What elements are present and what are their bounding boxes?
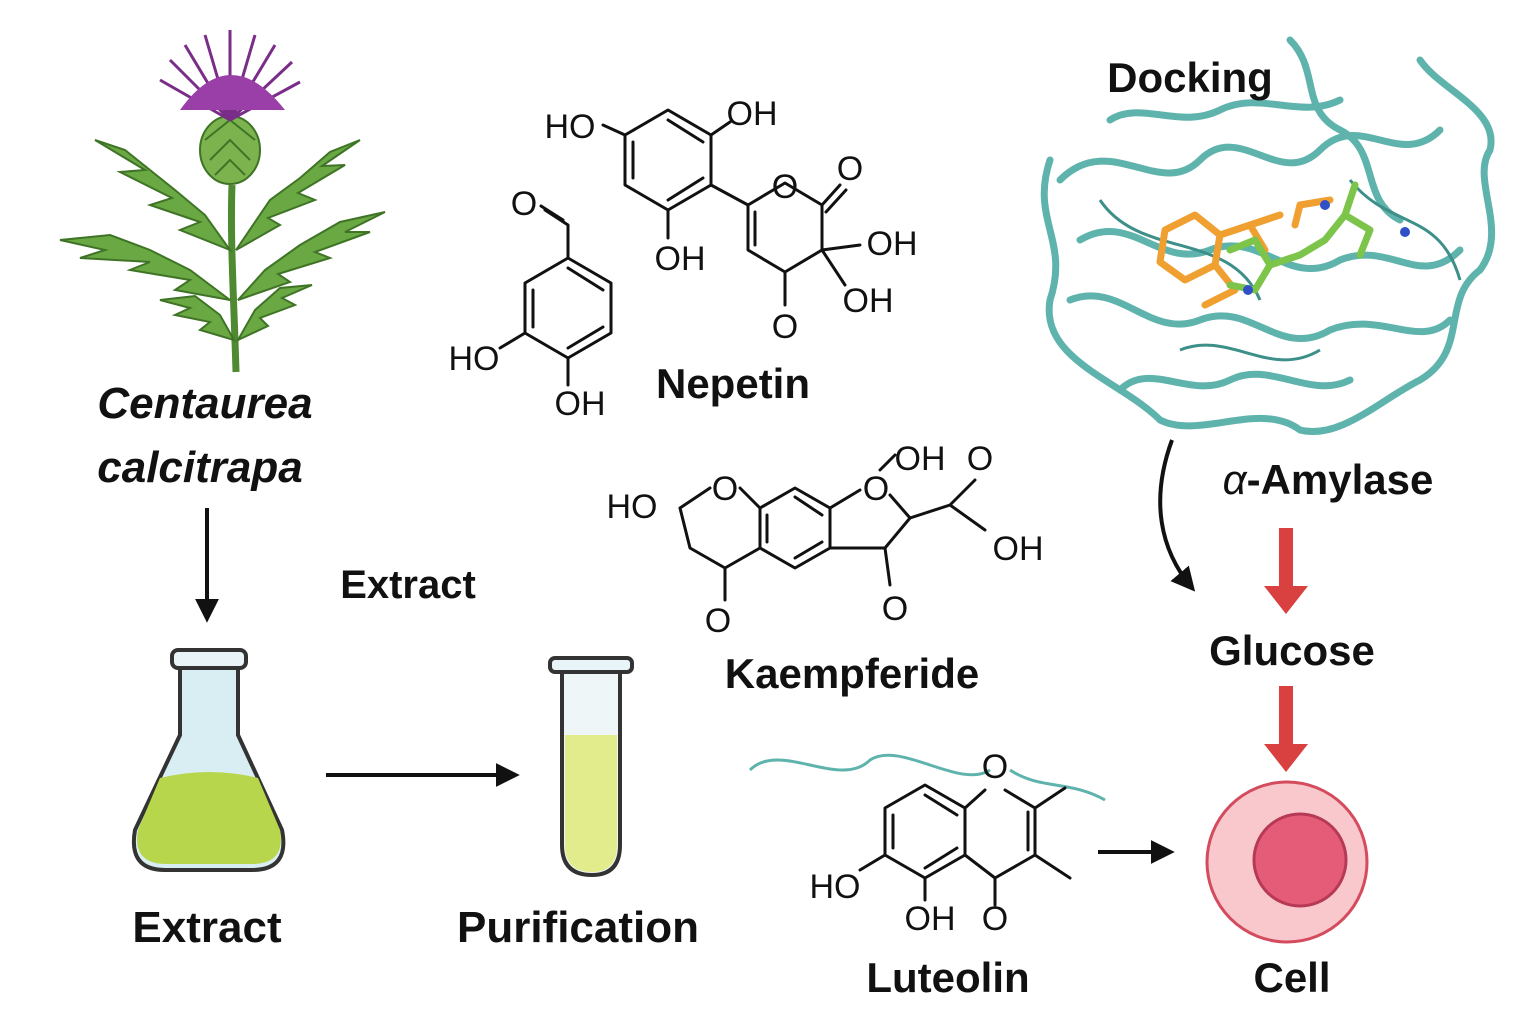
thistle-plant-illustration [59,30,386,373]
erlenmeyer-flask-illustration [131,648,286,872]
red-arrow-amylase-to-glucose [1264,528,1308,614]
plant-name-line1: Centaurea [97,379,312,428]
test-tube-illustration [548,656,634,878]
kaempferide-atom-ring-o-2: O [863,470,889,508]
nepetin-atom-oh-top: OH [727,95,778,133]
cell-label: Cell [1253,954,1330,1001]
nepetin-atom-ho: HO [545,108,596,146]
cell-illustration [1205,780,1369,944]
luteolin-label: Luteolin [866,954,1029,1001]
kaempferide-atom-ring-o-1: O [712,470,738,508]
amylase-text: -Amylase [1247,456,1434,503]
luteolin-structure [748,753,1106,907]
nepetin-atom-oh-1: OH [867,225,918,263]
luteolin-atom-ho: HO [810,868,861,906]
nepetin-structure [601,108,862,307]
extract-step-label: Extract [340,563,476,607]
nepetin-atom-carbonyl-o: O [837,150,863,188]
kaempferide-atom-ho: HO [607,488,658,526]
aldehyde-structure [498,204,613,387]
kaempferide-atom-carboxyl-o: O [967,440,993,478]
kaempferide-structure [678,453,987,602]
aldehyde-atom-o: O [511,185,537,223]
purification-label: Purification [457,903,699,952]
red-arrow-glucose-to-cell [1264,686,1308,772]
luteolin-atom-ketone-o: O [982,900,1008,938]
nepetin-label: Nepetin [656,360,810,407]
luteolin-atom-ring-o: O [982,748,1008,786]
kaempferide-atom-ketone-o-2: O [882,590,908,628]
nepetin-atom-oh-bottom: OH [655,240,706,278]
arrow-curved-protein-to-glucose [1158,439,1196,592]
nepetin-atom-ketone-o: O [772,308,798,346]
plant-name-line2: calcitrapa [97,443,302,492]
nepetin-atom-oh-2: OH [843,282,894,320]
kaempferide-atom-carboxyl-oh: OH [993,530,1044,568]
kaempferide-atom-ketone-o-1: O [705,602,731,640]
nepetin-atom-ring-o: O [772,168,798,206]
alpha-amylase-label: α-Amylase [1223,456,1434,503]
luteolin-atom-oh: OH [905,900,956,938]
kaempferide-atom-oh-top: OH [895,440,946,478]
aldehyde-atom-ho: HO [449,340,500,378]
docking-label: Docking [1107,54,1273,101]
aldehyde-atom-oh: OH [555,385,606,423]
alpha-symbol: α [1223,456,1248,503]
kaempferide-label: Kaempferide [725,650,979,697]
alpha-amylase-protein-docking-illustration [1040,36,1496,435]
extract-label: Extract [132,903,282,952]
glucose-label: Glucose [1209,627,1375,674]
